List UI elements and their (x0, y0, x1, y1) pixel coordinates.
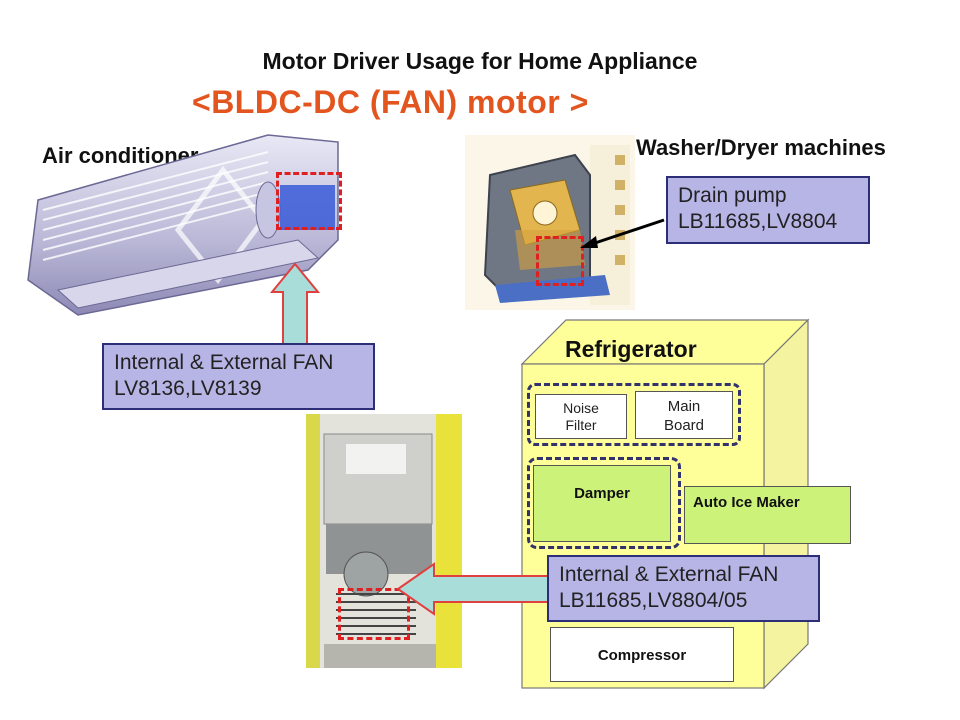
noise-filter-line1: Noise (563, 400, 599, 416)
washer-label: Washer/Dryer machines (636, 135, 886, 160)
damper-box: Damper (533, 465, 671, 542)
auto-ice-maker-box: Auto Ice Maker (684, 486, 851, 544)
air-conditioner-image (18, 130, 358, 325)
main-board-line2: Board (663, 417, 705, 434)
ac-callout-line1: Internal & External FAN (114, 351, 334, 374)
compressor-label: Compressor (597, 647, 687, 664)
refrigerator-interior-image (306, 414, 462, 668)
washer-pointer-arrow (576, 212, 666, 252)
noise-filter-box: Noise Filter (535, 394, 627, 439)
fridge-fan-highlight (338, 588, 410, 640)
page-title: Motor Driver Usage for Home Appliance (262, 48, 698, 74)
damper-label: Damper (574, 485, 630, 502)
main-board-line1: Main (667, 398, 701, 415)
washer-callout-line2: LB11685,LV8804 (678, 210, 838, 233)
fridge-fan-callout: Internal & External FAN LB11685,LV8804/0… (547, 555, 820, 622)
ac-fan-highlight (276, 172, 342, 230)
ac-fan-callout: Internal & External FAN LV8136,LV8139 (102, 343, 375, 410)
damper-group-outline (527, 457, 681, 549)
auto-ice-maker-label: Auto Ice Maker (693, 494, 800, 511)
ac-up-arrow (270, 262, 320, 346)
washer-pump-highlight (536, 236, 584, 286)
main-board-box: Main Board (635, 391, 733, 439)
page-subtitle: <BLDC-DC (FAN) motor > (192, 84, 589, 120)
washer-image (465, 135, 635, 310)
fridge-callout-line1: Internal & External FAN (559, 563, 779, 586)
control-group-outline (527, 383, 741, 446)
refrigerator-label: Refrigerator (565, 336, 697, 362)
ac-callout-line2: LV8136,LV8139 (114, 377, 262, 400)
fridge-left-arrow (396, 560, 552, 618)
washer-drain-pump-callout: Drain pump LB11685,LV8804 (666, 176, 870, 244)
noise-filter-line2: Filter (565, 417, 597, 433)
compressor-box: Compressor (550, 627, 734, 682)
fridge-callout-line2: LB11685,LV8804/05 (559, 589, 748, 612)
washer-callout-line1: Drain pump (678, 184, 787, 207)
